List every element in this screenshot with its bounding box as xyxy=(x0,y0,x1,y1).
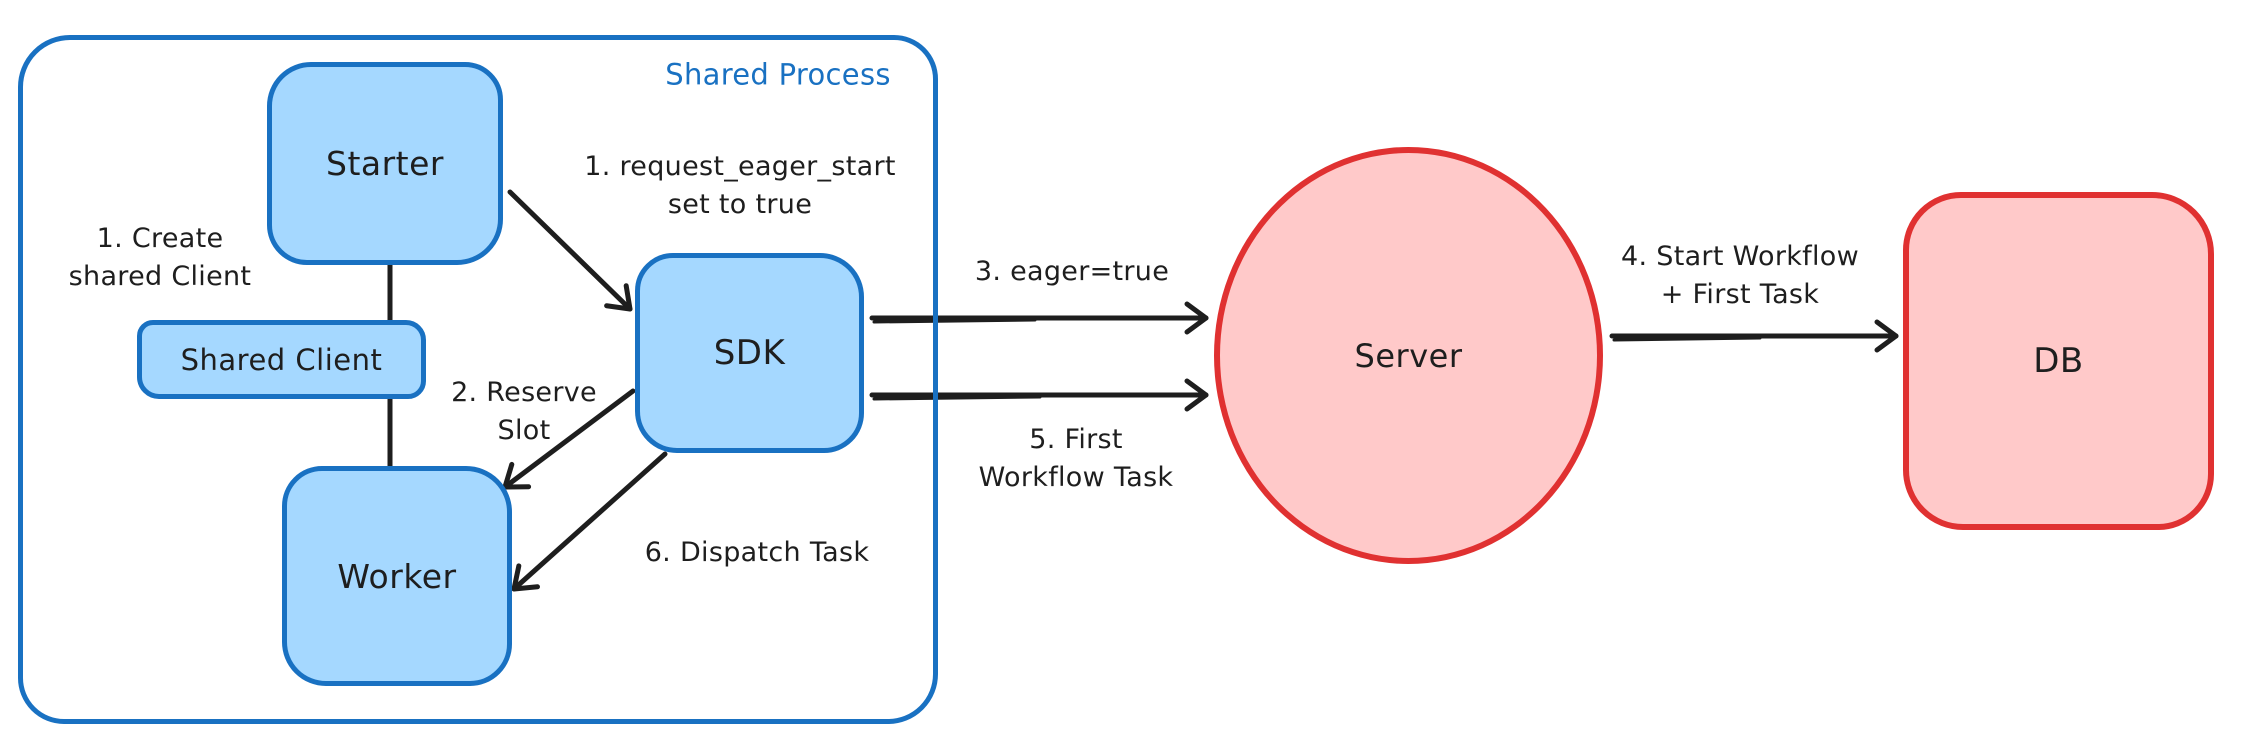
label-line: 1. request_eager_start xyxy=(584,151,896,183)
label-reserve-slot: 2. Reserve Slot xyxy=(451,374,597,450)
label-start-workflow-first-task: 4. Start Workflow + First Task xyxy=(1621,238,1859,314)
node-shared-client: Shared Client xyxy=(137,320,426,399)
label-line: 2. Reserve xyxy=(451,377,597,409)
starter-label: Starter xyxy=(326,144,444,183)
server-label: Server xyxy=(1354,336,1463,375)
label-line: Slot xyxy=(497,415,551,446)
label-dispatch-task: 6. Dispatch Task xyxy=(645,534,870,572)
label-line: 1. Create xyxy=(96,223,224,255)
label-line: + First Task xyxy=(1660,279,1820,310)
shared-process-label: Shared Process xyxy=(665,55,891,96)
label-line: set to true xyxy=(667,189,813,220)
overdraw-stroke xyxy=(1612,336,1762,342)
node-starter: Starter xyxy=(267,62,503,265)
shared-client-label: Shared Client xyxy=(180,342,383,377)
db-label: DB xyxy=(2033,341,2084,381)
label-line: shared Client xyxy=(68,261,252,292)
label-first-workflow-task: 5. First Workflow Task xyxy=(979,421,1174,497)
label-line: 3. eager=true xyxy=(974,256,1170,288)
shared-process-label-text: Shared Process xyxy=(665,57,891,92)
node-server: Server xyxy=(1214,147,1603,564)
label-eager-true: 3. eager=true xyxy=(975,253,1169,291)
label-create-shared-client: 1. Create shared Client xyxy=(69,220,252,296)
label-line: 5. First xyxy=(1029,424,1123,456)
label-line: 4. Start Workflow xyxy=(1621,241,1859,273)
label-line: 6. Dispatch Task xyxy=(644,537,870,569)
node-worker: Worker xyxy=(282,466,512,686)
label-request-eager-start: 1. request_eager_start set to true xyxy=(584,148,895,224)
node-sdk: SDK xyxy=(635,253,864,453)
shared-process-container xyxy=(18,35,938,724)
label-line: Workflow Task xyxy=(978,462,1174,493)
worker-label: Worker xyxy=(337,556,457,596)
node-db: DB xyxy=(1903,192,2214,530)
sdk-label: SDK xyxy=(713,333,786,373)
